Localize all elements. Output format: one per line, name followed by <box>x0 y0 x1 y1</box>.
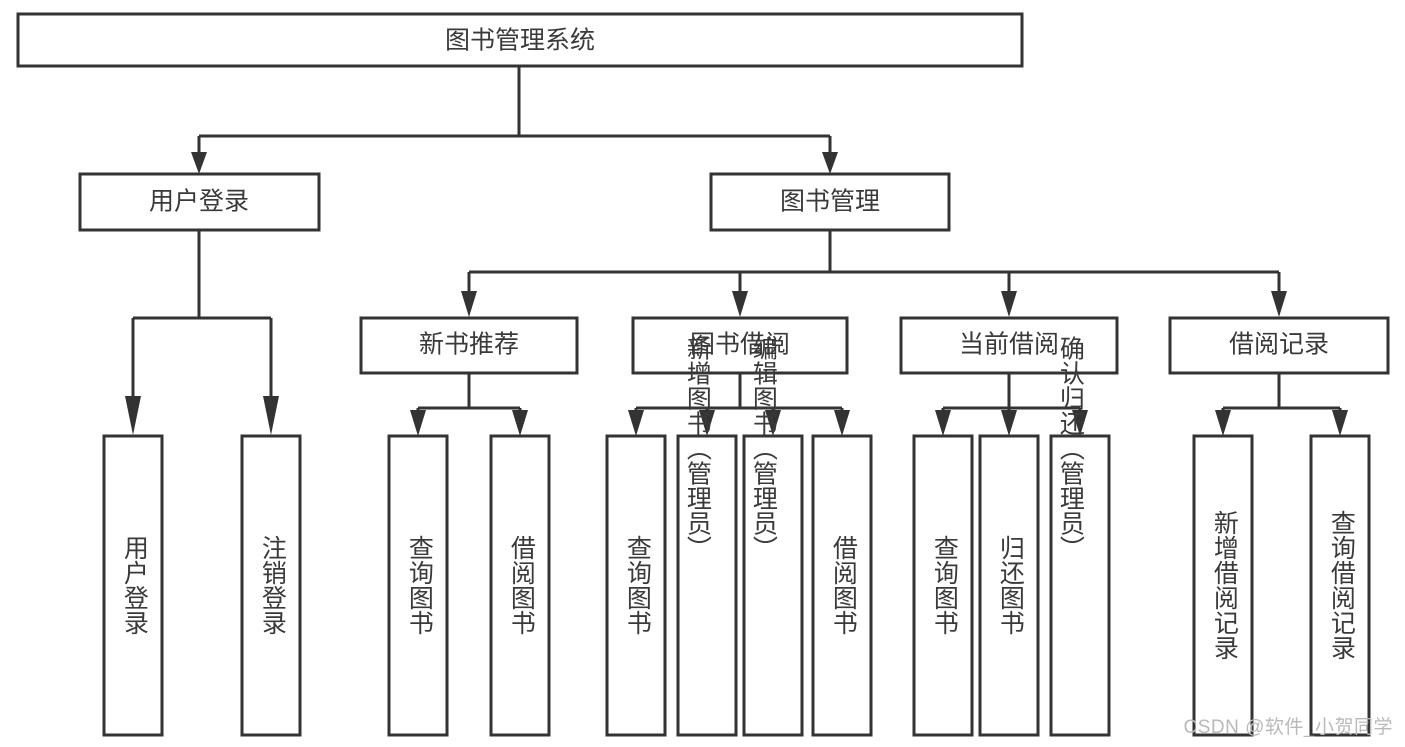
node-leaf-current-confirm-return-box <box>1049 434 1111 737</box>
node-leaf-borrow-add[interactable]: 新增图书（管理员） <box>676 336 738 737</box>
node-root-system[interactable]: 图书管理系统 <box>16 12 1024 68</box>
node-current-borrow-label: 当前借阅 <box>959 331 1059 359</box>
node-leaf-newbook-query-label: 查询图书 <box>405 535 434 635</box>
node-leaf-logout-label: 注销登录 <box>258 535 287 635</box>
node-leaf-newbook-query-box <box>387 434 449 737</box>
node-user-login-box <box>78 172 321 232</box>
node-leaf-record-query-label: 查询借阅记录 <box>1327 510 1356 660</box>
node-leaf-record-add-label: 新增借阅记录 <box>1210 510 1239 660</box>
node-user-login[interactable]: 用户登录 <box>78 172 321 232</box>
node-leaf-borrow-query-box <box>605 434 667 737</box>
node-leaf-record-query-box <box>1309 434 1371 737</box>
node-borrow-record-label: 借阅记录 <box>1229 331 1329 359</box>
node-leaf-user-login-do-box <box>102 434 164 737</box>
connector-root-to-level1 <box>191 66 838 174</box>
node-leaf-logout-box <box>240 434 302 737</box>
node-leaf-newbook-borrow-box <box>489 434 551 737</box>
node-book-borrow-box <box>631 316 849 375</box>
node-leaf-borrow-edit-box <box>742 434 804 737</box>
node-book-management[interactable]: 图书管理 <box>709 172 951 232</box>
connector-userlogin-to-leaves <box>125 231 279 435</box>
node-leaf-current-return[interactable]: 归还图书 <box>978 434 1040 737</box>
node-leaf-current-confirm-return[interactable]: 确认归还（管理员） <box>1049 336 1111 737</box>
node-leaf-borrow-do[interactable]: 借阅图书 <box>811 434 873 737</box>
node-borrow-record[interactable]: 借阅记录 <box>1168 316 1390 375</box>
node-leaf-current-confirm-return-label: 确认归还（管理员） <box>1056 336 1085 561</box>
connector-bookmgmt-to-level2 <box>461 231 1287 317</box>
node-root-system-label: 图书管理系统 <box>445 27 595 55</box>
node-leaf-record-add-box <box>1192 434 1254 737</box>
node-leaf-logout[interactable]: 注销登录 <box>240 434 302 737</box>
node-user-login-label: 用户登录 <box>149 188 249 216</box>
node-current-borrow-box <box>899 316 1119 375</box>
node-leaf-record-add[interactable]: 新增借阅记录 <box>1192 434 1254 737</box>
node-borrow-record-box <box>1168 316 1390 375</box>
connector-newbook-to-leaves <box>410 373 528 436</box>
node-book-borrow[interactable]: 图书借阅 <box>631 316 849 375</box>
node-leaf-current-query-label: 查询图书 <box>930 535 959 635</box>
node-current-borrow[interactable]: 当前借阅 <box>899 316 1119 375</box>
node-book-management-label: 图书管理 <box>780 188 880 216</box>
node-leaf-newbook-query[interactable]: 查询图书 <box>387 434 449 737</box>
node-new-book-recommend[interactable]: 新书推荐 <box>359 316 579 375</box>
node-leaf-borrow-edit[interactable]: 编辑图书（管理员） <box>742 336 804 737</box>
node-leaf-newbook-borrow[interactable]: 借阅图书 <box>489 434 551 737</box>
node-leaf-borrow-query-label: 查询图书 <box>623 535 652 635</box>
node-leaf-current-query[interactable]: 查询图书 <box>912 434 974 737</box>
node-leaf-borrow-do-box <box>811 434 873 737</box>
node-leaf-current-query-box <box>912 434 974 737</box>
node-leaf-user-login-do-label: 用户登录 <box>120 535 149 635</box>
node-leaf-record-query[interactable]: 查询借阅记录 <box>1309 434 1371 737</box>
node-leaf-newbook-borrow-label: 借阅图书 <box>507 535 536 635</box>
node-leaf-borrow-query[interactable]: 查询图书 <box>605 434 667 737</box>
connector-currentborrow-to-leaves <box>935 373 1088 436</box>
node-leaf-borrow-add-label: 新增图书（管理员） <box>683 336 712 561</box>
connector-borrowrecord-to-leaves <box>1215 373 1348 436</box>
node-leaf-user-login-do[interactable]: 用户登录 <box>102 434 164 737</box>
node-root-system-box <box>16 12 1024 68</box>
node-leaf-current-return-label: 归还图书 <box>996 535 1025 635</box>
node-new-book-recommend-box <box>359 316 579 375</box>
node-book-borrow-label: 图书借阅 <box>690 331 790 359</box>
node-leaf-borrow-do-label: 借阅图书 <box>829 535 858 635</box>
node-leaf-borrow-add-box <box>676 434 738 737</box>
connector-bookborrow-to-leaves <box>628 373 850 436</box>
node-leaf-current-return-box <box>978 434 1040 737</box>
node-book-management-box <box>709 172 951 232</box>
node-leaf-borrow-edit-label: 编辑图书（管理员） <box>749 336 778 561</box>
node-new-book-recommend-label: 新书推荐 <box>419 331 519 359</box>
